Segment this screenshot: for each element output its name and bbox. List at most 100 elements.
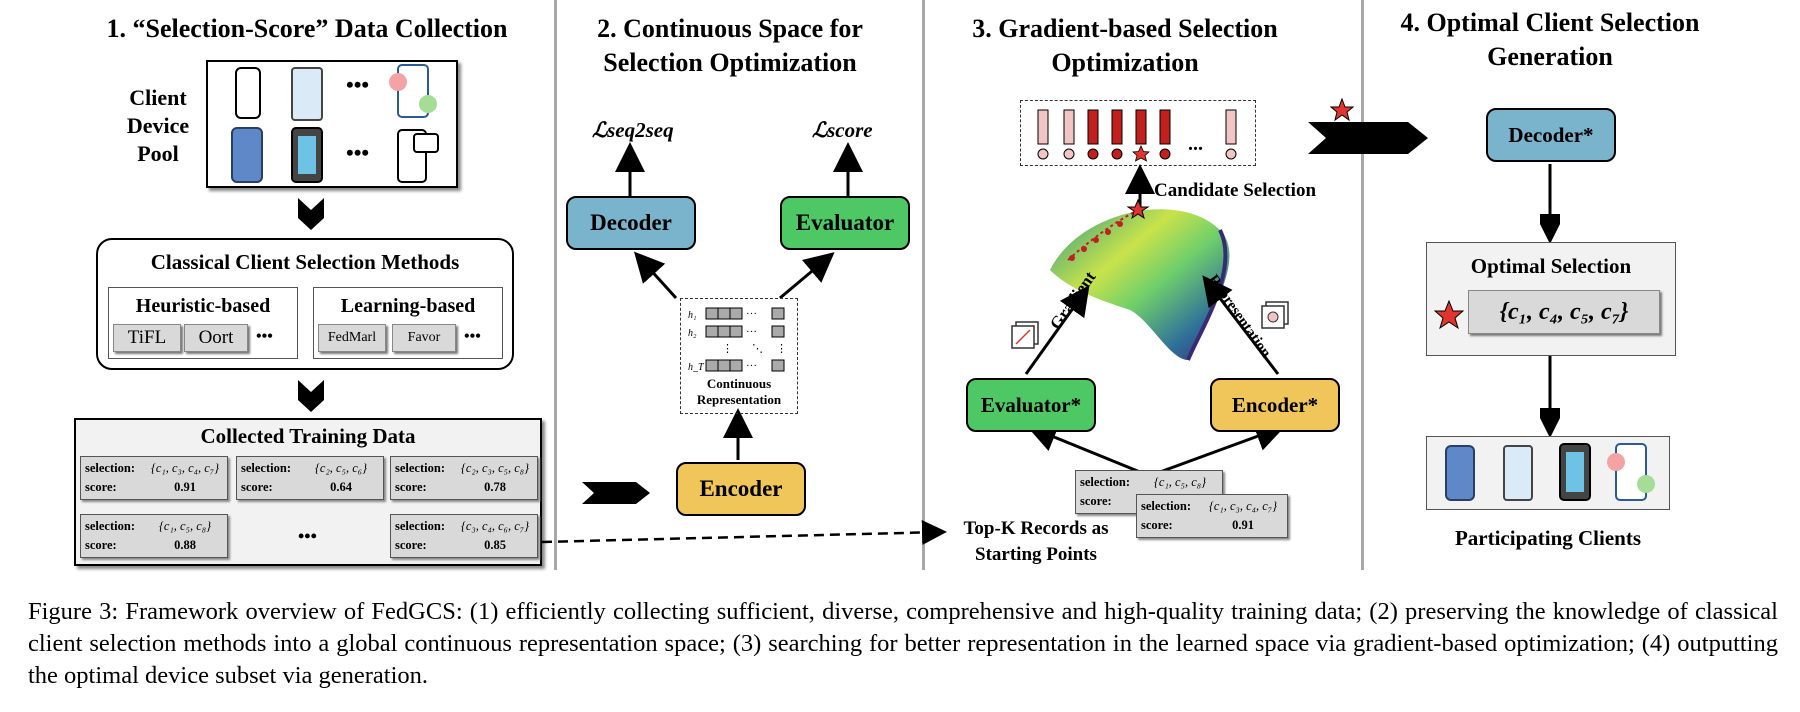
pool-label-line2: Device <box>126 113 190 138</box>
continuous-representation-label: Continuous Representation <box>680 376 798 408</box>
participating-clients-label: Participating Clients <box>1454 526 1642 550</box>
record-selection-value: {c₁, c₃, c₄, c₇} <box>150 461 220 475</box>
training-record: selection: {c₂, c₃, c₅, c₈} score: 0.78 <box>390 456 538 500</box>
tablet-icon <box>291 67 323 121</box>
training-ellipsis: ••• <box>298 526 317 546</box>
learning-title: Learning-based <box>340 295 476 317</box>
h2-label: h₂ <box>688 328 697 339</box>
section-4-title-line2: Generation <box>1487 42 1613 71</box>
method-chip-tifl: TiFL <box>113 324 181 352</box>
method-chip-oort: Oort <box>184 324 248 352</box>
loss-score: ℒscore <box>812 118 873 142</box>
record-score-key: score: <box>395 480 427 494</box>
chevron-right-large-icon <box>1308 122 1428 154</box>
record-selection-value: {c₁, c₅, c₈} <box>1153 475 1207 489</box>
optimization-trajectory <box>1067 209 1139 261</box>
record-selection-key: selection: <box>395 461 445 475</box>
record-score-key: score: <box>85 480 117 494</box>
h1-label: h₁ <box>688 310 696 321</box>
star-icon <box>1434 300 1464 330</box>
section-3-title-line2: Optimization <box>1051 48 1199 77</box>
svg-text:⋮: ⋮ <box>776 343 787 355</box>
chat-bubble-green-icon <box>419 95 437 113</box>
gradient-landscape <box>1011 164 1289 474</box>
loss-seq2seq: ℒseq2seq <box>592 118 674 142</box>
representation-grid: h₁ ··· h₂ ··· ⋮⋱⋮ h_T ··· <box>688 307 787 373</box>
record-selection-key: selection: <box>1080 475 1130 489</box>
evaluator-box: Evaluator <box>780 196 910 250</box>
gradient-doc-icon <box>1011 321 1039 349</box>
record-score-key: score: <box>85 538 117 552</box>
heuristic-more: ••• <box>256 328 273 345</box>
classical-methods-title: Classical Client Selection Methods <box>150 250 460 274</box>
record-selection-key: selection: <box>241 461 291 475</box>
record-score-key: score: <box>1080 494 1112 508</box>
arrow-records-to-encoder <box>1159 422 1286 474</box>
tablet-icon <box>1503 445 1533 501</box>
record-selection-value: {c₃, c₄, c₆, c₇} <box>460 519 530 533</box>
optimal-selection-title: Optimal Selection <box>1470 254 1632 278</box>
section-4-title: 4. Optimal Client Selection Generation <box>1360 6 1740 74</box>
message-bubble-icon <box>413 133 439 153</box>
hT-label: h_T <box>688 362 705 373</box>
star-icon <box>1126 198 1150 220</box>
arrow-rep-to-evaluator <box>779 252 835 300</box>
record-score-key: score: <box>1141 518 1173 532</box>
participating-devices <box>1445 443 1655 501</box>
divider-1 <box>554 0 557 570</box>
svg-text:···: ··· <box>746 326 757 338</box>
optimal-selection-value: {c₁, c₄, c₅, c₇} <box>1468 290 1660 334</box>
training-record: selection:{c₁, c₃, c₄, c₇} score:0.91 <box>80 456 228 500</box>
pool-label-line1: Client <box>129 85 187 110</box>
record-selection-key: selection: <box>395 519 445 533</box>
record-score-key: score: <box>241 480 273 494</box>
record-selection-key: selection: <box>1141 499 1191 513</box>
learning-box <box>313 287 503 359</box>
arrow-encoder-to-surface <box>1202 275 1280 375</box>
record-selection-key: selection: <box>85 519 135 533</box>
record-score-value: 0.78 <box>484 480 506 494</box>
topk-records-label: Top-K Records as Starting Points <box>936 516 1136 568</box>
section-2-title: 2. Continuous Space for Selection Optimi… <box>570 12 890 80</box>
section-2-arrows <box>615 142 863 460</box>
topk-record: selection:{c₁, c₃, c₄, c₇} score:0.91 <box>1136 494 1288 538</box>
divider-2 <box>922 0 925 570</box>
blue-phone-icon <box>231 127 263 183</box>
method-chip-favor: Favor <box>392 324 456 352</box>
star-icon <box>1330 98 1354 122</box>
method-chip-fedmarl: FedMarl <box>318 324 386 352</box>
training-record: selection:{c₃, c₄, c₆, c₇} score:0.85 <box>390 514 538 558</box>
record-selection-value: {c₂, c₃, c₅, c₈} <box>460 461 530 475</box>
optimization-surface <box>1050 209 1230 360</box>
svg-text:⋮: ⋮ <box>722 343 733 355</box>
pool-ellipsis-2: ••• <box>346 140 370 165</box>
record-selection-value: {c₂, c₅, c₆} <box>314 461 368 475</box>
training-record: selection:{c₁, c₅, c₈} score:0.88 <box>80 514 228 558</box>
learning-more: ••• <box>464 328 481 345</box>
device-pool-icons <box>231 64 439 183</box>
candidate-selection-label: Candidate Selection <box>1154 180 1317 201</box>
section-3-title: 3. Gradient-based Selection Optimization <box>950 12 1300 80</box>
arrow-rep-to-decoder <box>633 251 678 300</box>
pool-label-line3: Pool <box>137 141 179 166</box>
chevron-right-icon <box>582 482 650 504</box>
continuous-representation-box <box>680 298 798 414</box>
representation-doc-icon <box>1261 301 1289 329</box>
section-1-title: 1. “Selection-Score” Data Collection <box>106 14 508 43</box>
section-2-title-line2: Selection Optimization <box>603 48 857 77</box>
record-score-key: score: <box>395 538 427 552</box>
dashed-connector <box>541 520 947 545</box>
section-3-title-line1: 3. Gradient-based Selection <box>972 14 1278 43</box>
figure-caption: Figure 3: Framework overview of FedGCS: … <box>28 598 1778 689</box>
encoder-star-box: Encoder* <box>1210 378 1340 432</box>
section-2-title-line1: 2. Continuous Space for <box>597 14 863 43</box>
divider-3 <box>1361 0 1364 570</box>
record-selection-value: {c₁, c₅, c₈} <box>158 519 212 533</box>
blue-phone-icon <box>1445 445 1475 501</box>
chat-bubble-green-icon <box>1637 475 1655 493</box>
candidate-bars: ... <box>1037 109 1237 162</box>
svg-text:···: ··· <box>746 360 757 372</box>
record-score-value: 0.91 <box>1232 518 1254 532</box>
training-data-title: Collected Training Data <box>200 424 416 448</box>
topk-label-line1: Top-K Records as <box>963 518 1109 539</box>
